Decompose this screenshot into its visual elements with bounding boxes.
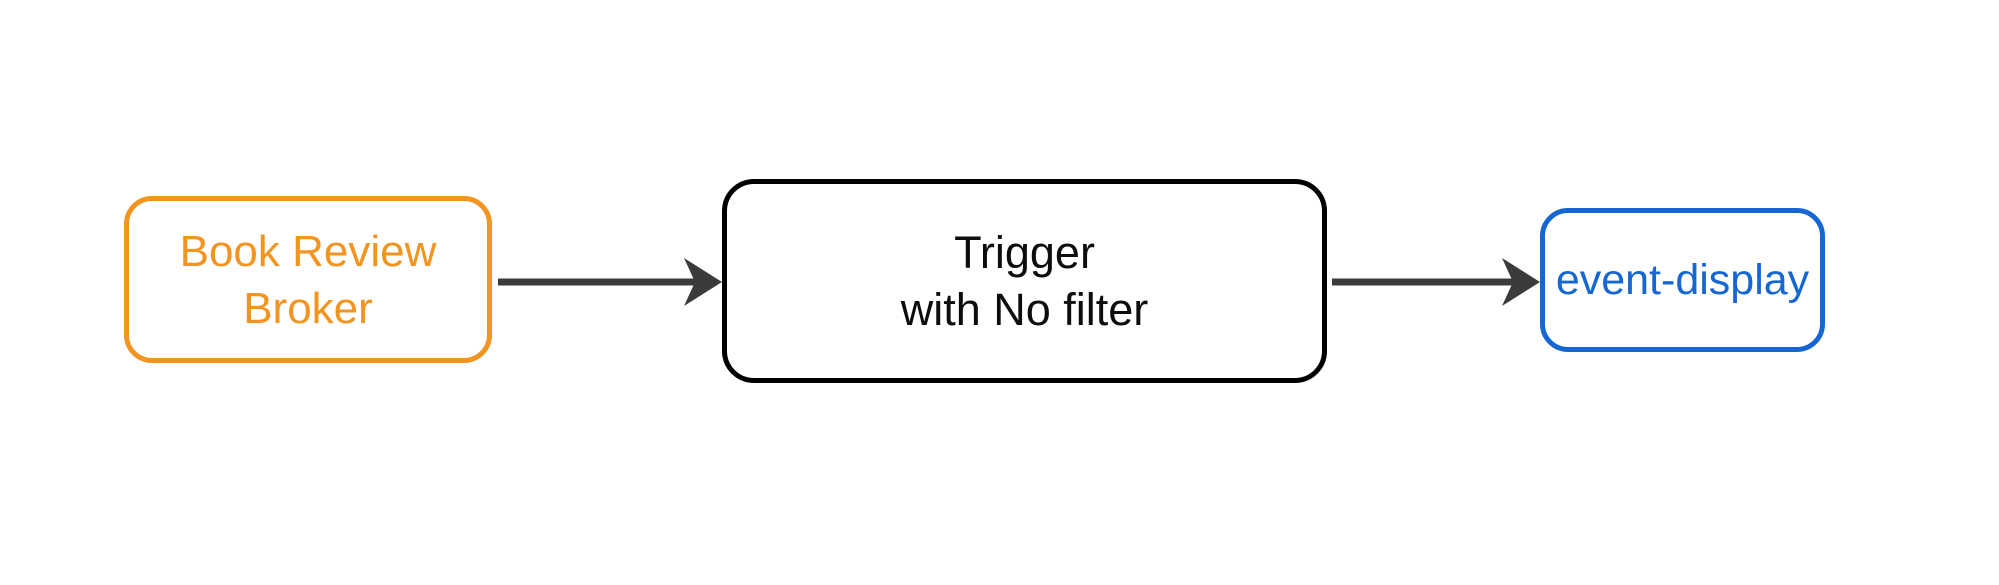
edge-trigger-to-event-display (1332, 258, 1540, 306)
node-event-display-label: event-display (1555, 256, 1810, 304)
node-event-display: event-display (1540, 208, 1825, 352)
arrowhead-icon (1502, 258, 1540, 306)
node-trigger: Trigger with No filter (722, 179, 1327, 383)
node-trigger-label-line-1: Trigger (954, 227, 1095, 278)
node-book-review-broker: Book Review Broker (124, 196, 492, 363)
node-broker-label-line-2: Broker (243, 283, 373, 333)
edge-broker-to-trigger (498, 258, 722, 306)
arrowhead-icon (684, 258, 722, 306)
node-broker-label-line-1: Book Review (179, 226, 437, 276)
node-trigger-label-line-2: with No filter (900, 284, 1149, 335)
